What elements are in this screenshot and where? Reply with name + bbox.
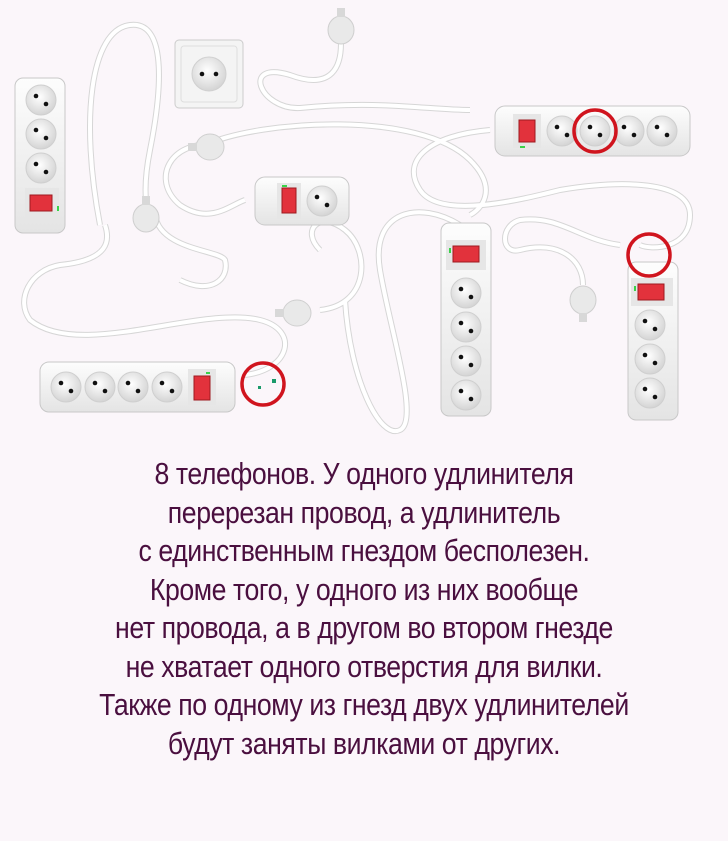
highlight-missing-hole bbox=[572, 108, 618, 154]
strip-left-vertical bbox=[14, 77, 66, 234]
puzzle-caption: 8 телефонов. У одного удлинителя перерез… bbox=[51, 455, 677, 763]
caption-line: не хватает одного отверстия для вилки. bbox=[125, 648, 603, 684]
strip-middle-vertical bbox=[440, 222, 492, 417]
highlight-no-cord bbox=[626, 232, 672, 278]
caption-line: нет провода, а в другом во втором гнезде bbox=[115, 610, 613, 645]
power-strips-illustration bbox=[14, 7, 694, 435]
caption-line: 8 телефонов. У одного удлинителя bbox=[154, 456, 574, 491]
strip-top-right bbox=[494, 105, 691, 157]
cords bbox=[21, 21, 694, 435]
plug-icon bbox=[327, 7, 355, 45]
highlight-cut-cord bbox=[240, 361, 286, 407]
strip-right-vertical bbox=[627, 261, 679, 421]
strip-bottom-left bbox=[39, 361, 236, 413]
plug-icon bbox=[274, 299, 312, 327]
caption-line: перерезан провод, а удлинитель bbox=[167, 494, 561, 530]
caption-line: с единственным гнездом бесполезен. bbox=[138, 533, 590, 568]
plug-icon bbox=[569, 285, 597, 323]
caption-line: Также по одному из гнезд двух удлинителе… bbox=[99, 687, 629, 722]
caption-line: будут заняты вилками от других. bbox=[167, 725, 561, 761]
plug-icon bbox=[132, 195, 160, 233]
strip-single-socket bbox=[254, 176, 350, 226]
wall-socket bbox=[174, 39, 244, 109]
plug-icon bbox=[187, 133, 225, 161]
caption-line: Кроме того, у одного из них вообще bbox=[149, 571, 579, 607]
